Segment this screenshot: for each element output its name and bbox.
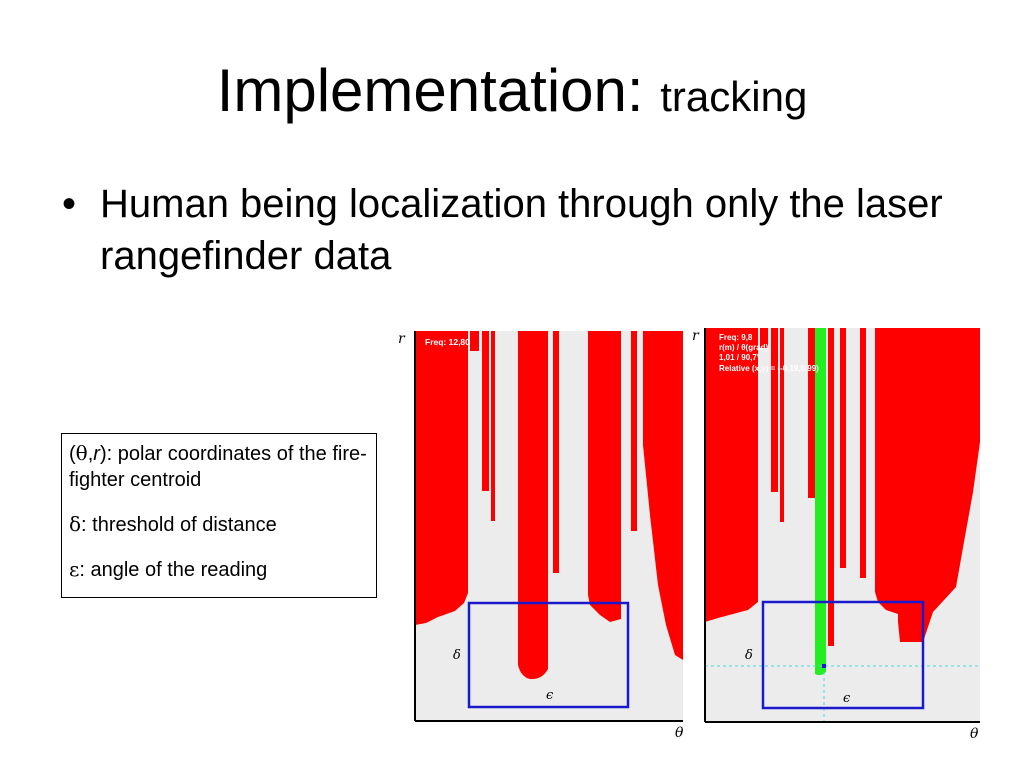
obstacle-region [760,328,768,348]
bullet-text: Human being localization through only th… [100,182,943,278]
frequency-readout: Freq: 12,80 [425,337,470,347]
legend-item-epsilon-text: : angle of the reading [79,559,268,581]
obstacle-region [898,328,980,642]
obstacle-region [470,331,479,351]
obstacle-region [643,331,683,660]
legend-item-delta-text: : threshold of distance [81,514,277,536]
theta-axis-label: θ [970,726,979,742]
obstacle-readings [705,328,980,646]
frequency-readout: Freq: 9,8 [719,333,753,342]
legend-box: (θ,r): polar coordinates of the fire-fig… [61,433,377,598]
centroid-marker [822,664,826,668]
theta-axis-label: θ [675,725,684,741]
tracked-person-readings [815,328,826,676]
obstacle-region [780,328,784,522]
r-axis-label: r [692,328,700,344]
legend-item-epsilon: ε: angle of the reading [69,556,369,583]
obstacle-region [705,328,758,622]
tracking-readout: Freq: 9,8 r(m) / θ(grad) 1,01 / 90,7° Re… [719,333,819,373]
delta-symbol: δ [69,512,82,536]
obstacle-region [482,331,489,491]
r-symbol: r [93,443,100,465]
legend-item-polar: (θ,r): polar coordinates of the fire-fig… [69,441,367,491]
relative-position-readout: Relative (x,y) = (-0,19,0,99) [719,364,819,373]
obstacle-region [415,331,468,625]
obstacle-region [631,331,637,531]
obstacle-region [518,331,548,680]
obstacle-region [860,328,866,578]
obstacle-region [588,331,621,622]
r-axis-label: r [398,331,406,347]
obstacle-region [553,331,559,573]
slide-title: Implementation: tracking [0,58,1024,124]
legend-item-polar-text: : polar coordinates of the fire-fighter … [69,443,367,491]
title-main: Implementation: [216,57,644,124]
legend-item-delta: δ: threshold of distance [69,511,369,538]
theta-symbol: θ [75,441,88,465]
delta-label: δ [453,648,461,663]
laser-scan-plot-right: r θ δ ϵ Freq: 9,8 r(m) / θ(grad) 1,01 / … [692,328,980,742]
bullet-marker: • [62,182,77,226]
threshold-box [467,601,630,709]
obstacle-region [491,331,495,521]
threshold-box [761,600,925,710]
obstacle-region [840,328,846,568]
delta-label: δ [745,648,753,663]
laser-scan-plot-left: r θ δ ϵ Freq: 12,80 [398,331,684,741]
title-sub: tracking [660,73,808,120]
obstacle-region [771,328,778,492]
epsilon-symbol: ε [69,557,80,581]
polar-values-readout: 1,01 / 90,7° [719,353,760,362]
polar-units-readout: r(m) / θ(grad) [719,343,769,352]
epsilon-label: ϵ [546,688,554,703]
obstacle-region [808,328,815,498]
epsilon-label: ϵ [843,691,851,706]
obstacle-readings [415,331,683,680]
obstacle-region [828,328,834,646]
